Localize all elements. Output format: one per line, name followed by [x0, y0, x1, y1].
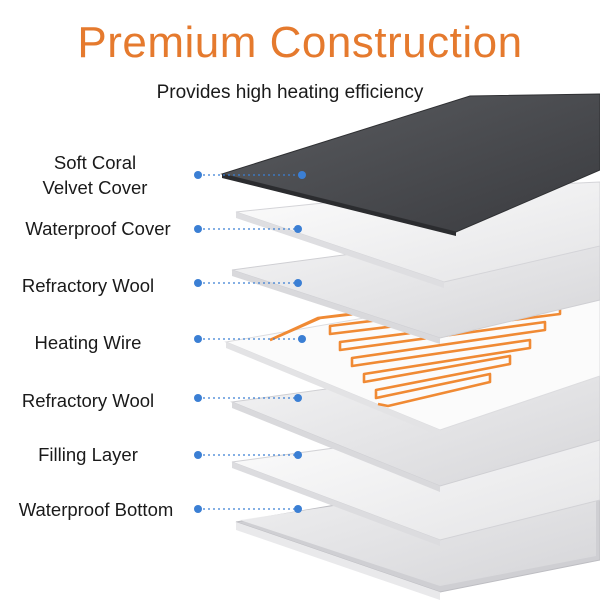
layer-heating-wire	[224, 288, 600, 436]
pointer-waterproof-bottom	[194, 505, 302, 513]
pointer-refractory-wool-upper	[194, 279, 302, 287]
pointer-refractory-wool-lower	[194, 394, 302, 402]
label-heating-wire: Heating Wire	[34, 332, 142, 353]
label-refractory-wool-upper: Refractory Wool	[21, 275, 155, 296]
heating-wire-coil	[269, 288, 562, 408]
pointer-velvet-cover	[194, 171, 306, 179]
label-filling-layer: Filling Layer	[38, 444, 138, 465]
pointer-heating-wire	[194, 335, 306, 343]
page-title: Premium Construction	[77, 18, 523, 67]
layer-velvet-cover	[220, 93, 600, 236]
label-waterproof-bottom: Waterproof Bottom	[18, 499, 174, 520]
pointer-waterproof-cover	[194, 225, 302, 233]
pointer-filling-layer	[194, 451, 302, 459]
page-subtitle: Provides high heating efficiency	[156, 82, 424, 103]
label-soft-coral-velvet-cover: Soft Coral Velvet Cover	[42, 152, 148, 198]
label-waterproof-cover: Waterproof Cover	[25, 218, 171, 239]
label-refractory-wool-lower: Refractory Wool	[21, 390, 155, 411]
